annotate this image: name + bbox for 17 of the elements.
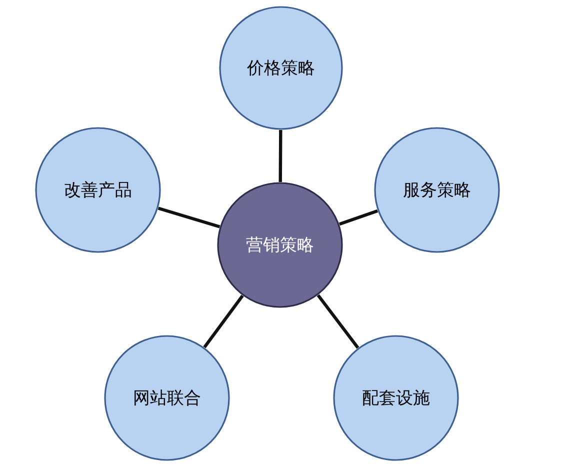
node-label: 网站联合 (132, 388, 202, 410)
connector-line (203, 294, 244, 348)
connector-line (338, 209, 378, 226)
circle-node (374, 127, 500, 253)
node-label: 改善产品 (63, 180, 133, 202)
connector-line (278, 130, 282, 182)
node-label: 营销策略 (245, 234, 315, 256)
circle-node (333, 335, 459, 461)
connector-line (316, 294, 360, 349)
circle-node (217, 182, 343, 308)
connector-line (158, 206, 220, 228)
circle-node (219, 6, 343, 130)
circle-node (35, 127, 161, 253)
node-label: 配套设施 (361, 388, 431, 410)
circle-node (104, 335, 230, 461)
node-label: 服务策略 (402, 180, 472, 202)
node-label: 价格策略 (246, 58, 316, 80)
